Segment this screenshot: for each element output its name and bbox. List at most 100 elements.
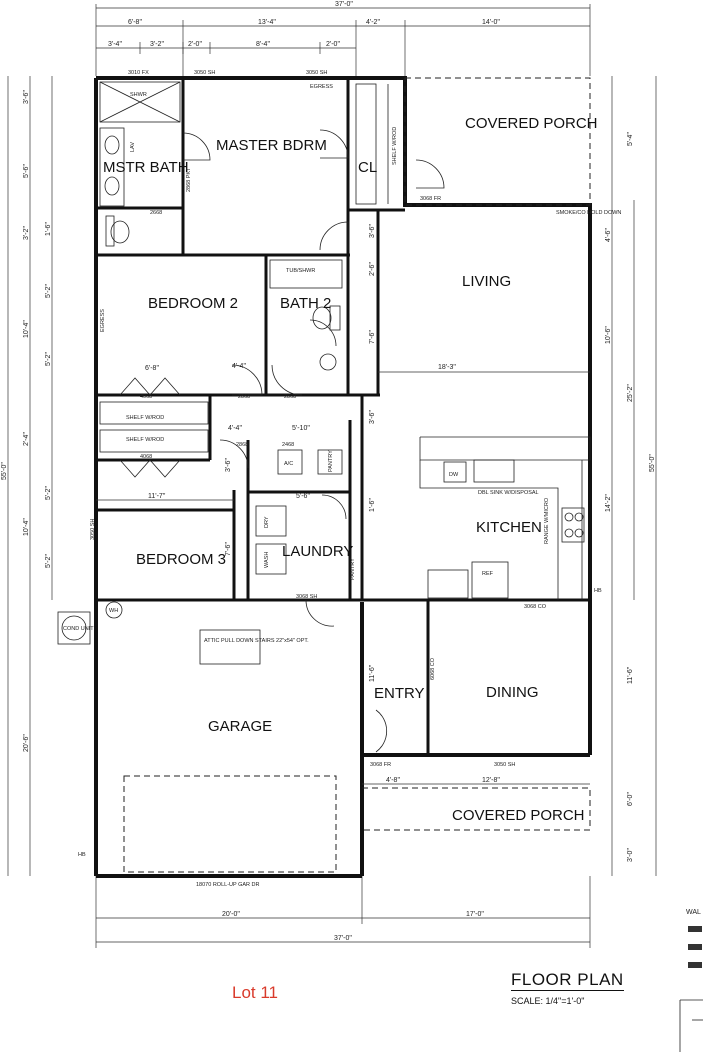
dim-left-6: 10'-4": [23, 320, 30, 338]
door-swings: [119, 129, 445, 753]
label-garage-door: 18070 ROLL-UP GAR DR: [196, 882, 260, 888]
room-kitchen: KITCHEN: [476, 519, 542, 536]
dim-left-12: 20'-6": [23, 734, 30, 752]
dim-hall-1: 4'-4": [232, 363, 246, 370]
room-laundry: LAUNDRY: [282, 543, 353, 560]
dim-left-total: 55'-0": [1, 462, 8, 480]
dim-v-3: 7'-6": [369, 330, 376, 344]
lot-number: Lot 11: [232, 983, 279, 1002]
dim-top-sub-3: 2'-0": [188, 41, 202, 48]
dim-v-6: 7'-6": [225, 542, 232, 556]
label-range: RANGE W/MICRO: [544, 497, 550, 544]
dim-hall-2: 4'-4": [228, 425, 242, 432]
label-window-3050-dining: 3050 SH: [494, 762, 515, 768]
label-shwr: SHWR: [130, 92, 147, 98]
label-shelf-rod-2: SHELF W/ROD: [126, 415, 164, 421]
dim-left-5: 5'-2": [45, 284, 52, 298]
right-dimension-lines: 5'-4" 4'-6" 10'-6" 25'-2" 55'-0" 14'-2" …: [605, 76, 657, 876]
room-bath-2: BATH 2: [280, 295, 331, 312]
dim-right-8: 3'-0": [627, 848, 634, 862]
label-dbl-sink: DBL SINK W/DISPOSAL: [478, 490, 539, 496]
label-ref: REF: [482, 571, 494, 577]
dim-left-2: 5'-6": [23, 164, 30, 178]
interior-dimension-labels: 18'-3" 11'-7" 6'-8" 4'-4" 4'-4" 5'-10" 5…: [96, 224, 590, 785]
dim-right-7: 6'-0": [627, 792, 634, 806]
label-egress-br2: EGRESS: [100, 309, 106, 332]
label-door-4068-b: 4068: [140, 454, 152, 460]
dim-br3-width: 11'-7": [148, 493, 166, 500]
dim-v-8: 1'-6": [369, 498, 376, 512]
dim-v-5: 3'-6": [225, 458, 232, 472]
dim-top-total: 37'-0": [335, 1, 353, 8]
dim-top-2: 13'-4": [258, 19, 276, 26]
dim-left-3: 3'-2": [23, 226, 30, 240]
dim-right-6: 11'-6": [627, 666, 634, 684]
dim-hall-3: 5'-10": [292, 425, 310, 432]
label-smoke-co: SMOKE/CO HOLD DOWN: [556, 210, 621, 216]
room-living: LIVING: [462, 273, 511, 290]
label-door-2868-c: 2868: [236, 442, 248, 448]
label-tub-shwr: TUB/SHWR: [286, 268, 315, 274]
exterior-walls: [94, 76, 592, 878]
dim-laundry-width: 5'-6": [296, 493, 310, 500]
dim-bottom-1: 20'-0": [222, 911, 240, 918]
dim-bottom-total: 37'-0": [334, 935, 352, 942]
label-door-4068-a: 4068: [140, 394, 152, 400]
label-wh: WH: [109, 608, 118, 614]
label-dry: DRY: [264, 516, 270, 528]
room-covered-porch-bottom: COVERED PORCH: [452, 807, 585, 824]
room-closet: CL: [358, 159, 377, 176]
dim-right-4: 25'-2": [627, 384, 634, 402]
label-wash: WASH: [264, 552, 270, 568]
dim-left-8: 2'-4": [23, 432, 30, 446]
dim-left-4: 1'-6": [45, 222, 52, 236]
label-lav: LAV: [130, 142, 136, 152]
label-dw: DW: [449, 472, 459, 478]
dim-left-9: 5'-2": [45, 486, 52, 500]
dim-right-1: 5'-4": [627, 132, 634, 146]
label-shelf-rod: SHELF W/ROD: [392, 127, 398, 165]
top-dimension-lines: 37'-0" 6'-8" 13'-4" 4'-2" 14'-0" 3'-4" 3…: [95, 1, 591, 76]
room-bedroom-3: BEDROOM 3: [136, 551, 226, 568]
dim-top-sub-1: 3'-4": [108, 41, 122, 48]
label-pantry-2: PANTRY: [350, 558, 356, 580]
room-bedroom-2: BEDROOM 2: [148, 295, 238, 312]
label-pantry: PANTRY: [328, 450, 334, 472]
left-dimension-lines: 55'-0" 3'-6" 5'-6" 3'-2" 1'-6" 5'-2" 10'…: [1, 76, 53, 876]
label-attic-pull: ATTIC PULL DOWN STAIRS 22"x54" OPT.: [204, 638, 309, 644]
room-garage: GARAGE: [208, 718, 272, 735]
legend-wal: WAL: [686, 909, 701, 916]
dim-left-7: 5'-2": [45, 352, 52, 366]
label-window-3050-a: 3050 SH: [194, 70, 215, 76]
dim-bottom-2: 17'-0": [466, 911, 484, 918]
label-hb: HB: [78, 852, 86, 858]
fixtures: [57, 81, 591, 873]
annotations: 3010 FX 3050 SH 3050 SH EGRESS SHWR LAV …: [63, 70, 621, 888]
label-door-2868-b: 2868: [284, 394, 296, 400]
dim-top-sub-5: 2'-0": [326, 41, 340, 48]
room-dining: DINING: [486, 684, 539, 701]
dim-top-sub-4: 8'-4": [256, 41, 270, 48]
dim-v-4: 3'-6": [369, 410, 376, 424]
dim-left-1: 3'-6": [23, 90, 30, 104]
dim-right-3: 10'-6": [605, 326, 612, 344]
label-window-3050-b: 3050 SH: [306, 70, 327, 76]
label-door-3068-co: 3068 CO: [524, 604, 547, 610]
dim-v-1: 3'-6": [369, 224, 376, 238]
room-entry: ENTRY: [374, 685, 425, 702]
label-door-6068: 6068 CO: [430, 657, 436, 680]
dim-top-1: 6'-8": [128, 19, 142, 26]
room-master-bdrm: MASTER BDRM: [216, 137, 327, 154]
interior-walls: [96, 78, 590, 755]
label-door-2868-a: 2868: [238, 394, 250, 400]
label-window-3010: 3010 FX: [128, 70, 149, 76]
label-egress: EGRESS: [310, 84, 333, 90]
dim-living-width: 18'-3": [438, 364, 456, 371]
label-cond-unit: COND UNIT: [63, 626, 94, 632]
dim-top-4: 14'-0": [482, 19, 500, 26]
dim-left-10: 10'-4": [23, 518, 30, 536]
plan-title: FLOOR PLAN: [511, 970, 624, 991]
dim-dining-width: 12'-8": [482, 777, 500, 784]
room-covered-porch-top: COVERED PORCH: [465, 115, 598, 132]
plan-scale: SCALE: 1/4"=1'-0": [511, 996, 585, 1006]
